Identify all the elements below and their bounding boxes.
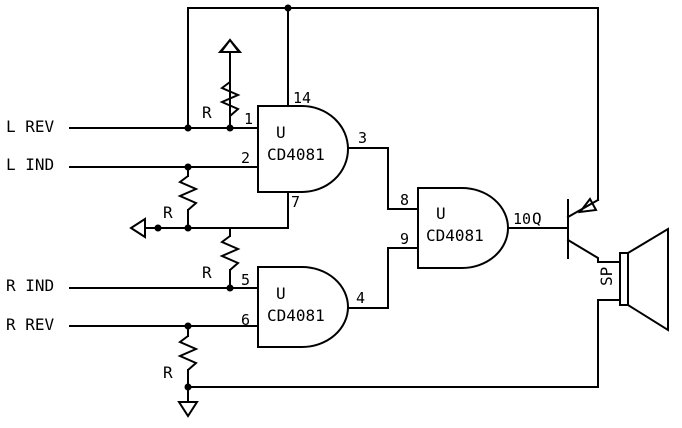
gate1-pin-a: 1 <box>244 110 253 128</box>
gate3-pin-b: 9 <box>400 230 409 248</box>
resistor-r4 <box>177 322 199 401</box>
gate1-part: CD4081 <box>267 145 325 164</box>
gate3-pin-a: 8 <box>400 191 409 209</box>
junction-vss <box>154 224 162 232</box>
gate3-pin-out: 10 <box>513 210 531 228</box>
gate1-pin-b: 2 <box>241 149 250 167</box>
gate3-part: CD4081 <box>426 226 484 245</box>
ground-symbol-left <box>129 217 146 239</box>
and-gate-1 <box>257 105 349 193</box>
input-label-r-rev: R REV <box>6 315 55 334</box>
resistor-r3 <box>219 227 241 292</box>
gate2-ref: U <box>276 284 286 303</box>
wire-vss-line <box>144 191 289 229</box>
transistor-label: Q <box>532 209 542 228</box>
wire-g2-to-g3 <box>347 247 419 309</box>
junction-vss-2 <box>184 224 192 232</box>
input-label-l-rev: L REV <box>6 117 55 136</box>
wire-speaker-return <box>187 299 621 388</box>
wire-g1-to-g3 <box>347 147 419 210</box>
and-gate-3 <box>417 187 509 269</box>
input-label-r-ind: R IND <box>6 276 54 295</box>
junction-top <box>284 4 292 12</box>
gate1-pin-out: 3 <box>358 129 367 147</box>
gate1-ref: U <box>276 123 286 142</box>
gate2-part: CD4081 <box>267 306 325 325</box>
resistor-label-r4: R <box>163 363 173 382</box>
resistor-r1 <box>217 38 243 132</box>
transistor-q <box>566 197 600 263</box>
junction-l-rev-rail <box>184 124 192 132</box>
ground-symbol-bottom <box>177 401 199 418</box>
gate2-pin-out: 4 <box>356 289 365 307</box>
gate3-ref: U <box>436 204 446 223</box>
input-label-l-ind: L IND <box>6 155 54 174</box>
gate2-pin-b: 6 <box>241 311 250 329</box>
resistor-label-r1: R <box>202 103 212 122</box>
speaker-sp <box>597 227 669 332</box>
gate1-pin-vdd: 14 <box>293 89 311 107</box>
junction-bottom <box>184 383 192 391</box>
and-gate-2 <box>257 266 349 348</box>
resistor-r2 <box>177 163 199 229</box>
speaker-label: SP <box>597 267 616 286</box>
gate1-pin-vss: 7 <box>291 193 300 211</box>
vdd-symbol-top <box>219 38 241 53</box>
resistor-label-r2: R <box>163 203 173 222</box>
gate2-pin-a: 5 <box>241 271 250 289</box>
wire-top-rail <box>187 7 599 201</box>
resistor-label-r3: R <box>202 263 212 282</box>
